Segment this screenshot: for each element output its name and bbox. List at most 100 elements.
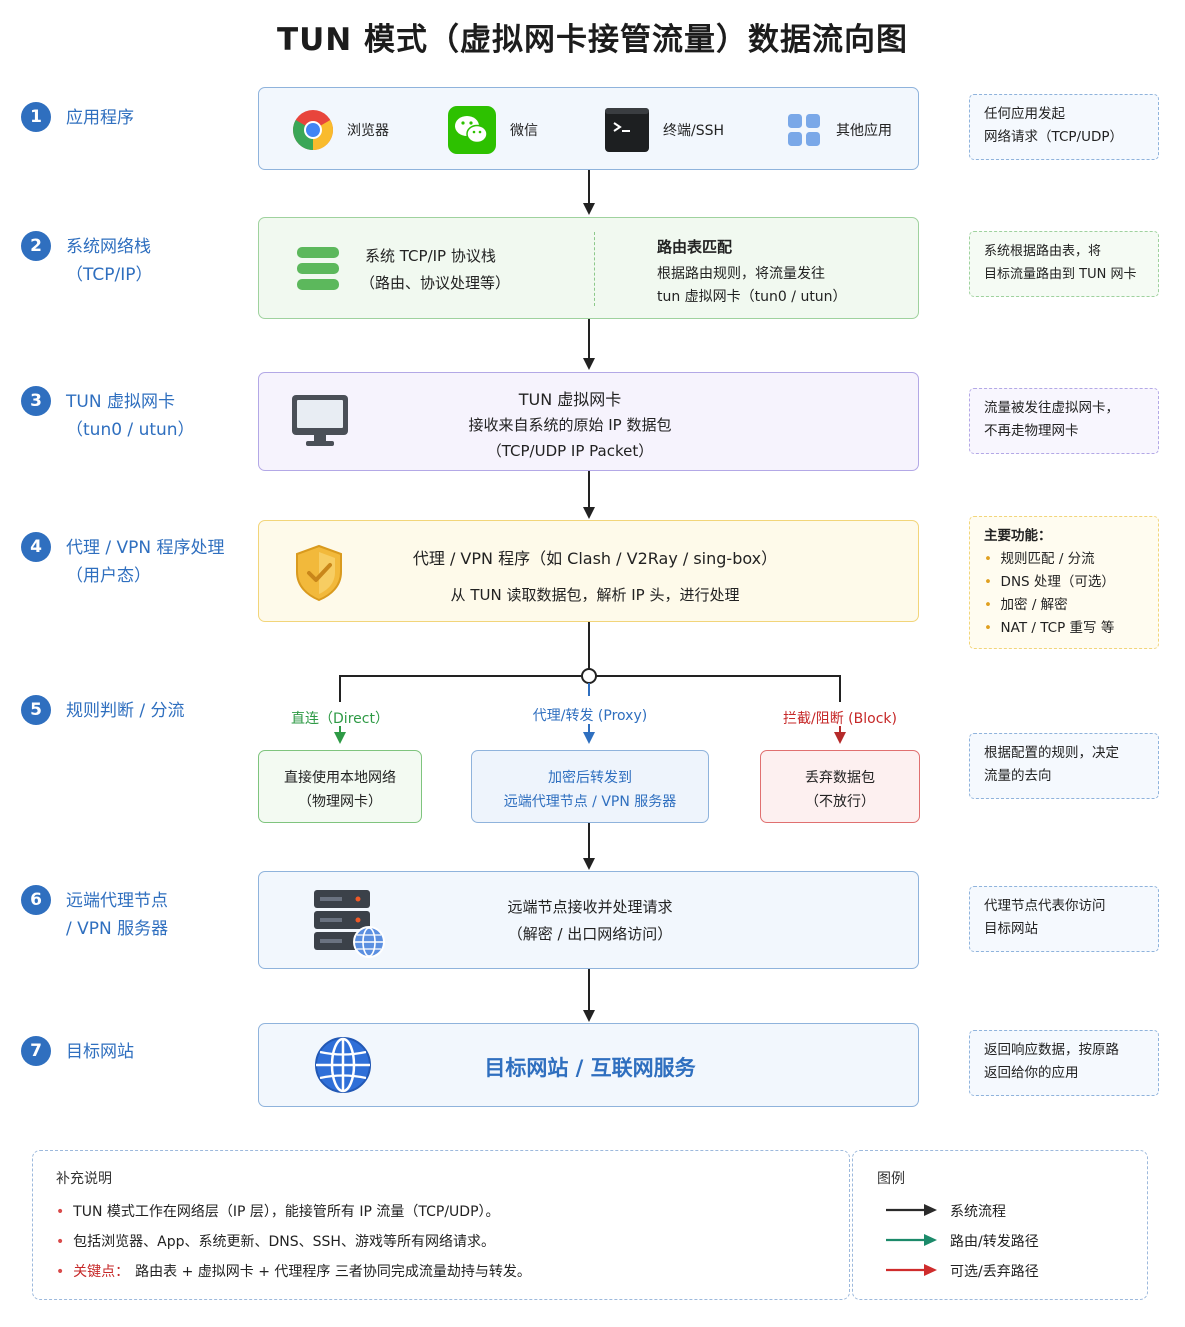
step-label-4-sub: （用户态） [66, 566, 151, 586]
step-label-6: 远端代理节点 [66, 891, 168, 911]
flow-arrow-6 [583, 969, 595, 1022]
flow-arrow-5 [583, 823, 595, 870]
direct-line2: （物理网卡） [298, 794, 382, 810]
app-label-other: 其他应用 [836, 123, 892, 139]
shield-icon [296, 544, 342, 602]
proxy-line1: 代理 / VPN 程序（如 Clash / V2Ray / sing-box） [412, 549, 778, 568]
remote-line1: 远端节点接收并处理请求 [507, 898, 673, 916]
branch-label-direct: 直连（Direct） [291, 711, 389, 727]
tun-box [258, 372, 919, 471]
branch-label-proxy: 代理/转发 (Proxy) [532, 708, 648, 724]
step-label-4: 代理 / VPN 程序处理 [66, 538, 225, 558]
stack-box [258, 217, 919, 319]
note-2-line2: 目标流量路由到 TUN 网卡 [984, 267, 1137, 282]
proxy-forward-line1: 加密后转发到 [548, 770, 632, 786]
server-icon [314, 890, 385, 958]
note-7-line1: 返回响应数据，按原路 [984, 1042, 1119, 1058]
proxy-line2: 从 TUN 读取数据包，解析 IP 头，进行处理 [450, 586, 740, 604]
note-7-line2: 返回给你的应用 [984, 1065, 1079, 1081]
stack-left-line2: （路由、协议处理等） [360, 274, 511, 292]
flow-arrow-2 [583, 319, 595, 370]
note-4-item-1: • 规则匹配 / 分流 [984, 551, 1095, 567]
note-2: 系统根据路由表，将 目标流量路由到 TUN 网卡 [969, 231, 1159, 297]
app-label-wechat: 微信 [510, 123, 538, 139]
stack-right-line2: tun 虚拟网卡（tun0 / utun） [657, 289, 847, 305]
legend-label-drop: 可选/丢弃路径 [950, 1264, 1039, 1280]
proxy-forward-box [471, 750, 709, 823]
note-3: 流量被发往虚拟网卡， 不再走物理网卡 [969, 388, 1159, 454]
legend-arrow-route [886, 1234, 937, 1246]
step-label-2: 系统网络栈 [66, 237, 151, 257]
tun-line2: 接收来自系统的原始 IP 数据包 [468, 416, 672, 434]
note-5-line2: 流量的去向 [984, 768, 1052, 784]
legend-label-system: 系统流程 [950, 1204, 1006, 1220]
stack-right-line1: 根据路由规则，将流量发往 [657, 266, 825, 282]
block-line1: 丢弃数据包 [805, 770, 875, 786]
note-6-line1: 代理节点代表你访问 [984, 898, 1106, 914]
supplement-bullet-3: • 关键点：路由表 + 虚拟网卡 + 代理程序 三者协同完成流量劫持与转发。 [56, 1264, 531, 1280]
proxy-box [258, 520, 919, 622]
supplement-bullet-2: • 包括浏览器、App、系统更新、DNS、SSH、游戏等所有网络请求。 [56, 1234, 495, 1250]
branch-connector [334, 622, 846, 744]
note-7: 返回响应数据，按原路 返回给你的应用 [969, 1030, 1159, 1096]
step-label-6-sub: / VPN 服务器 [66, 919, 169, 939]
note-4-item-4: • NAT / TCP 重写 等 [984, 620, 1115, 636]
supplement-panel [32, 1150, 850, 1300]
app-label-terminal: 终端/SSH [663, 123, 725, 139]
note-1-line1: 任何应用发起 [984, 106, 1065, 122]
globe-icon [315, 1037, 371, 1093]
step-label-1: 应用程序 [66, 108, 134, 128]
supplement-bullet-1: • TUN 模式工作在网络层（IP 层），能接管所有 IP 流量（TCP/UDP… [56, 1204, 500, 1220]
step-label-5: 规则判断 / 分流 [66, 701, 185, 721]
app-label-browser: 浏览器 [347, 123, 389, 139]
step-number-1: 1 [21, 102, 51, 132]
step-number-4: 4 [21, 532, 51, 562]
direct-line1: 直接使用本地网络 [284, 770, 396, 786]
apps-box [258, 87, 919, 170]
note-3-line1: 流量被发往虚拟网卡， [984, 400, 1119, 416]
legend-label-route: 路由/转发路径 [950, 1234, 1039, 1250]
legend-title: 图例 [877, 1171, 905, 1187]
supplement-title: 补充说明 [56, 1171, 112, 1187]
target-line1: 目标网站 / 互联网服务 [484, 1056, 696, 1080]
monitor-icon [292, 395, 348, 446]
legend-arrow-drop [886, 1264, 937, 1276]
stack-divider [594, 232, 595, 306]
tun-line1: TUN 虚拟网卡 [518, 390, 622, 409]
legend-panel [852, 1150, 1148, 1300]
branch-label-block: 拦截/阻断 (Block) [783, 711, 897, 727]
note-4: 主要功能： • 规则匹配 / 分流 • DNS 处理（可选） • 加密 / 解密… [969, 516, 1159, 649]
step-label-3: TUN 虚拟网卡 [66, 392, 175, 412]
step-label-7: 目标网站 [66, 1042, 134, 1062]
direct-box [258, 750, 422, 823]
step-number-2: 2 [21, 231, 51, 261]
note-1-line2: 网络请求（TCP/UDP） [984, 129, 1123, 145]
step-number-7: 7 [21, 1036, 51, 1066]
remote-line2: （解密 / 出口网络访问） [507, 925, 673, 943]
chrome-icon [293, 110, 333, 150]
page-title: TUN 模式（虚拟网卡接管流量）数据流向图 [276, 22, 909, 58]
wechat-icon [448, 106, 496, 154]
stack-right-title: 路由表匹配 [657, 238, 733, 256]
note-5: 根据配置的规则，决定 流量的去向 [969, 733, 1159, 799]
flow-arrow-3 [583, 471, 595, 519]
terminal-icon [605, 108, 649, 152]
step-number-5: 5 [21, 695, 51, 725]
step-label-2-sub: （TCP/IP） [66, 265, 153, 285]
note-6-line2: 目标网站 [984, 921, 1038, 937]
legend-arrow-system [886, 1204, 937, 1216]
proxy-forward-line2: 远端代理节点 / VPN 服务器 [503, 794, 677, 810]
step-number-3: 3 [21, 386, 51, 416]
block-box [760, 750, 920, 823]
note-4-item-3: • 加密 / 解密 [984, 597, 1068, 613]
note-5-line1: 根据配置的规则，决定 [984, 745, 1119, 761]
note-4-title: 主要功能： [984, 528, 1052, 544]
flow-arrow-1 [583, 170, 595, 215]
note-6: 代理节点代表你访问 目标网站 [969, 886, 1159, 952]
tun-line3: （TCP/UDP IP Packet） [486, 442, 654, 460]
step-label-3-sub: （tun0 / utun） [66, 420, 195, 440]
apps-grid-icon [788, 114, 820, 146]
note-2-line1: 系统根据路由表，将 [984, 244, 1102, 259]
layers-icon [297, 247, 339, 290]
step-number-6: 6 [21, 885, 51, 915]
